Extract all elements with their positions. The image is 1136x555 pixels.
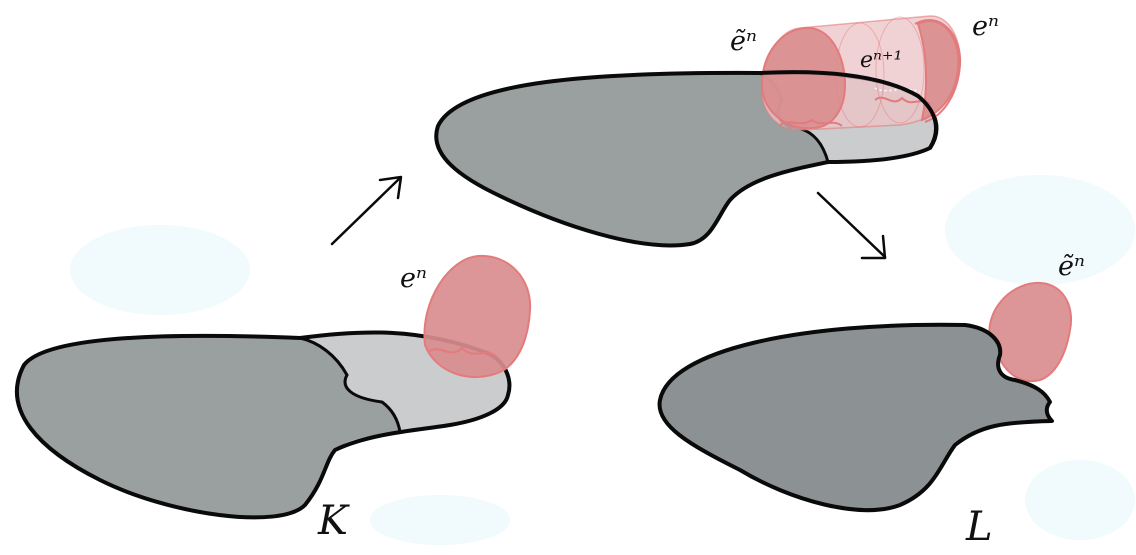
tint-blob [945,175,1135,285]
space-k-dark-region [16,335,401,518]
space-l-region [659,324,1052,511]
space-l-boundary [657,322,1054,513]
label-cell-left: eⁿ [400,263,427,294]
label-cell-right: ẽⁿ [1058,251,1085,282]
arrow-head [378,175,403,200]
label-space-l: L [965,504,993,550]
arrow-down-right [816,191,887,260]
tint-blob [370,495,510,545]
space-k-subcomplex-line [299,336,402,433]
cell-en-tilde-right [988,281,1073,383]
arrow-shaft [330,176,402,246]
label-cyl-right: eⁿ [972,11,999,42]
space-k-boundary [14,330,512,520]
arrow-shaft [816,191,887,259]
cell-en-tilde-attaching-curve [779,118,843,127]
arrow-head [860,234,887,260]
middle-front-edge [759,70,938,150]
cell-en-tilde-end [760,26,847,130]
cell-en-left [423,254,532,379]
background-tint [70,175,1135,545]
space-l: ẽⁿ L [657,251,1085,550]
tint-blob [70,225,250,315]
arrow-up-right [330,175,403,246]
cell-en-left-attaching-curve [427,346,497,357]
cell-en-far-end-shade [916,20,960,122]
space-k: eⁿ K [14,254,532,544]
label-cyl-mid: eⁿ⁺¹ [860,48,902,73]
middle-boundary [434,70,939,248]
label-space-k: K [317,498,350,544]
tint-blob [1025,460,1135,540]
middle-dark-region [436,72,828,246]
space-middle: ẽⁿ eⁿ⁺¹ eⁿ [434,11,999,248]
label-cyl-left: ẽⁿ [730,26,757,57]
cylinder-slice [875,16,925,124]
